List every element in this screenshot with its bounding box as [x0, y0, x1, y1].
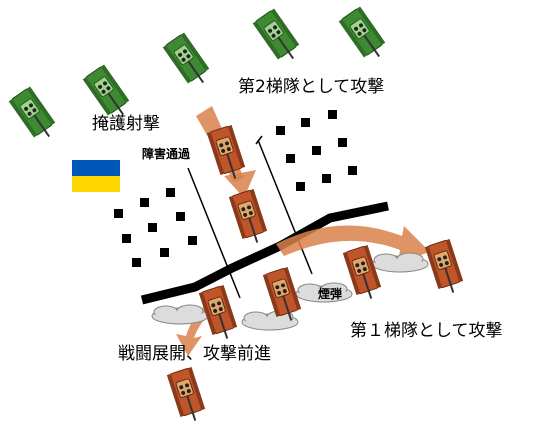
friendly-tank-7: [165, 366, 209, 426]
enemy-tank-1: [7, 85, 61, 146]
label-smoke: 煙弾: [318, 287, 343, 301]
enemy-tank-3: [161, 31, 215, 92]
friendly-tank-2: [227, 188, 271, 248]
label-deploy-advance: 戦闘展開、攻撃前進: [118, 344, 271, 364]
enemy-tank-4: [251, 7, 305, 68]
minefield-left: [114, 188, 197, 267]
smoke-cloud-4: [371, 252, 429, 273]
ukraine-flag-icon: [72, 160, 120, 192]
passage-lane-right: [257, 139, 313, 275]
label-obstacle-passage: 障害通過: [142, 147, 191, 161]
label-second-echelon: 第2梯隊として攻撃: [238, 77, 385, 97]
minefield-right: [276, 110, 357, 191]
attack-arrow-right: [276, 225, 430, 262]
friendly-tank-6: [423, 238, 467, 298]
label-cover-fire: 掩護射撃: [92, 114, 160, 134]
smoke-cloud-1: [151, 304, 209, 325]
passage-lane-left: [187, 167, 241, 299]
label-first-echelon: 第１梯隊として攻撃: [350, 321, 503, 341]
enemy-tank-5: [337, 5, 391, 66]
obstacle-line: [140, 201, 389, 305]
